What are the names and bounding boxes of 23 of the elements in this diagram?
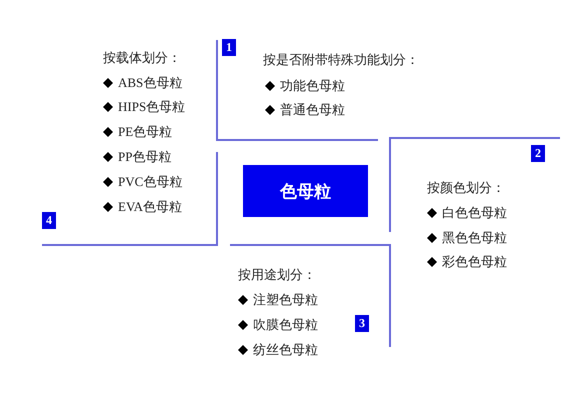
list-item: HIPS色母粒 — [118, 99, 186, 115]
list-item: PP色母粒 — [118, 149, 172, 165]
category-heading: 按是否附带特殊功能划分： — [263, 52, 419, 68]
category-heading: 按用途划分： — [238, 267, 316, 283]
list-item: 普通色母粒 — [280, 102, 345, 118]
list-item: ABS色母粒 — [118, 75, 182, 91]
list-item: 白色色母粒 — [442, 205, 507, 221]
list-item: 彩色色母粒 — [442, 254, 507, 270]
callout-number: 3 — [355, 315, 369, 332]
list-item: 吹膜色母粒 — [253, 317, 318, 333]
list-item: 注塑色母粒 — [253, 292, 318, 308]
category-heading: 按载体划分： — [103, 50, 181, 66]
category-box: 色母粒 — [243, 165, 368, 217]
callout-number: 2 — [531, 145, 545, 162]
callout-number: 1 — [222, 39, 236, 56]
list-item: PVC色母粒 — [118, 174, 182, 190]
list-item: 黑色色母粒 — [442, 230, 507, 246]
callout-number: 4 — [42, 212, 56, 229]
list-item: EVA色母粒 — [118, 199, 182, 215]
list-item: PE色母粒 — [118, 124, 172, 140]
list-item: 纺丝色母粒 — [253, 342, 318, 358]
list-item: 功能色母粒 — [280, 78, 345, 94]
category-heading: 按颜色划分： — [427, 180, 505, 196]
